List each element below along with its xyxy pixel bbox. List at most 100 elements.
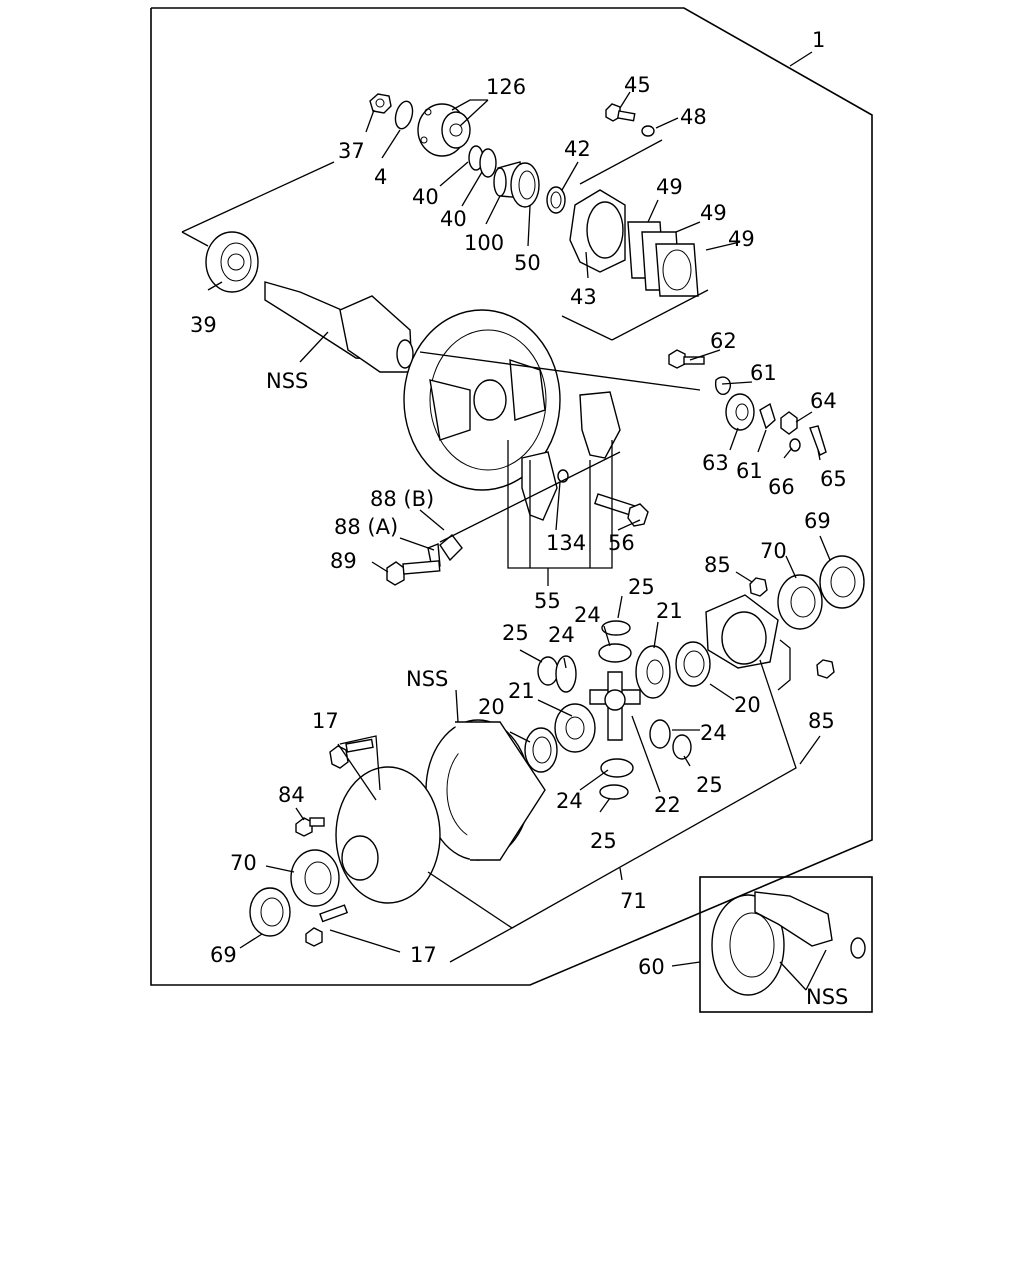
- label-24a: 24: [574, 603, 601, 627]
- nut-69a: [819, 555, 865, 609]
- label-17a: 17: [312, 709, 339, 733]
- label-39: 39: [190, 313, 217, 337]
- bolt-56: [594, 493, 649, 527]
- label-71: 71: [620, 889, 647, 913]
- bearing-70a: [777, 574, 823, 630]
- nut-69b: [249, 887, 291, 937]
- label-134: 134: [546, 531, 586, 555]
- pin-65: [809, 425, 827, 456]
- thrust-washer-20a: [675, 641, 711, 687]
- label-17b: 17: [410, 943, 437, 967]
- bolt-17b: [305, 904, 349, 947]
- washer-25a: [601, 620, 631, 636]
- gear-24a: [598, 643, 632, 663]
- gear-24c: [649, 719, 671, 749]
- label-55: 55: [534, 589, 561, 613]
- label-65: 65: [820, 467, 847, 491]
- label-49c: 49: [728, 227, 755, 251]
- label-100: 100: [464, 231, 504, 255]
- shim-40b: [479, 148, 497, 178]
- label-24c: 24: [700, 721, 727, 745]
- label-61a: 61: [750, 361, 777, 385]
- label-61b: 61: [736, 459, 763, 483]
- bolt-62: [668, 349, 705, 369]
- inset-frame: [699, 876, 873, 1013]
- label-1: 1: [812, 28, 825, 52]
- bearing-50: [510, 162, 540, 208]
- clip-61a: [714, 376, 732, 396]
- label-85a: 85: [704, 553, 731, 577]
- cross-shaft-22: [589, 671, 641, 741]
- gear-24d: [600, 758, 634, 778]
- label-66: 66: [768, 475, 795, 499]
- thrust-washer-20b: [524, 727, 558, 773]
- label-49b: 49: [700, 201, 727, 225]
- bearing-39: [205, 231, 259, 293]
- label-60: 60: [638, 955, 665, 979]
- seal-ring-4: [394, 100, 414, 130]
- label-84: 84: [278, 783, 305, 807]
- case-half-left: [335, 766, 441, 904]
- label-nss-ring: NSS: [406, 667, 448, 691]
- label-25d: 25: [590, 829, 617, 853]
- label-49a: 49: [656, 175, 683, 199]
- label-nss-inset: NSS: [806, 985, 848, 1009]
- oil-seal-42: [546, 186, 566, 214]
- side-gear-21b: [554, 703, 596, 753]
- gear-24b: [555, 655, 577, 693]
- label-69b: 69: [210, 943, 237, 967]
- label-37: 37: [338, 139, 365, 163]
- clip-61b: [759, 402, 776, 430]
- label-70a: 70: [760, 539, 787, 563]
- bolt-45: [605, 103, 636, 122]
- shims-49: [627, 221, 699, 297]
- adjuster-63: [725, 393, 755, 431]
- label-62: 62: [710, 329, 737, 353]
- label-24d: 24: [556, 789, 583, 813]
- label-126: 126: [486, 75, 526, 99]
- label-89: 89: [330, 549, 357, 573]
- label-40a: 40: [412, 185, 439, 209]
- label-43: 43: [570, 285, 597, 309]
- ring-gear: [425, 719, 546, 861]
- label-88a: 88 (A): [334, 515, 398, 539]
- label-25b: 25: [502, 621, 529, 645]
- label-25c: 25: [696, 773, 723, 797]
- companion-flange-126: [417, 103, 471, 157]
- label-70b: 70: [230, 851, 257, 875]
- bolt-89: [386, 560, 441, 586]
- label-21a: 21: [656, 599, 683, 623]
- label-85b: 85: [808, 709, 835, 733]
- label-21b: 21: [508, 679, 535, 703]
- label-20a: 20: [734, 693, 761, 717]
- bolt-84: [295, 817, 325, 837]
- label-24b: 24: [548, 623, 575, 647]
- washer-66: [789, 438, 801, 452]
- label-42: 42: [564, 137, 591, 161]
- label-20b: 20: [478, 695, 505, 719]
- label-22: 22: [654, 793, 681, 817]
- label-4: 4: [374, 165, 387, 189]
- nut-37: [369, 93, 392, 114]
- nut-64: [780, 411, 798, 435]
- bearing-caps: [521, 391, 621, 521]
- nut-85a: [749, 577, 768, 597]
- label-56: 56: [608, 531, 635, 555]
- label-25a: 25: [628, 575, 655, 599]
- bearing-70b: [290, 849, 340, 907]
- washer-48: [641, 125, 655, 137]
- label-69a: 69: [804, 509, 831, 533]
- label-63: 63: [702, 451, 729, 475]
- side-gear-21a: [635, 645, 671, 699]
- label-45: 45: [624, 73, 651, 97]
- inset-ring-pinion: [711, 891, 866, 996]
- retainer-43: [569, 189, 626, 273]
- label-nss-pinion: NSS: [266, 369, 308, 393]
- case-half-right: [705, 594, 779, 669]
- drive-pinion: [264, 281, 414, 373]
- washer-25c: [672, 734, 692, 760]
- label-50: 50: [514, 251, 541, 275]
- label-48: 48: [680, 105, 707, 129]
- label-40b: 40: [440, 207, 467, 231]
